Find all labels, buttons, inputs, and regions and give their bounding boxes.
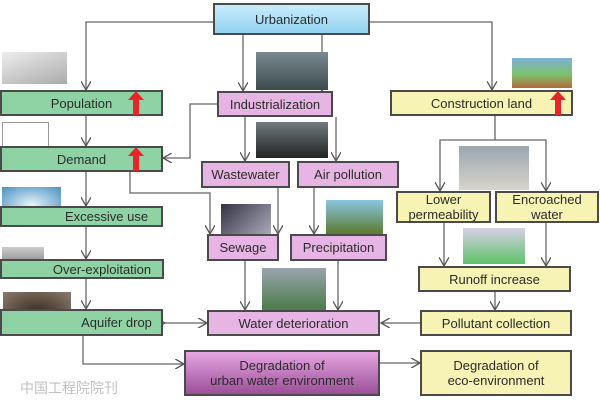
label: Encroached: [512, 192, 582, 207]
node-industrialization: Industrialization: [217, 91, 333, 117]
arrow-construction-split: [440, 116, 496, 191]
label: Urbanization: [255, 11, 328, 27]
node-runoff-increase: Runoff increase: [418, 266, 571, 292]
label: Over-exploitation: [52, 261, 152, 277]
node-urbanization: Urbanization: [213, 3, 370, 35]
label: Pollutant collection: [441, 315, 551, 331]
node-wastewater: Wastewater: [201, 161, 290, 188]
node-aquifer-drop: Aquifer drop: [0, 309, 163, 336]
population-figures-image: [2, 52, 67, 84]
label: Degradation of: [239, 358, 325, 373]
label: Lower: [425, 192, 462, 207]
label: Sewage: [219, 240, 267, 255]
label: Air pollution: [314, 167, 382, 182]
arrow-industrialization-demand: [163, 103, 217, 158]
label: permeability: [408, 207, 479, 222]
node-pollutant-collection: Pollutant collection: [420, 310, 572, 336]
arrow-demand-sewage: [129, 172, 210, 234]
label: Water deterioration: [238, 315, 349, 331]
umbrella-rain-image: [463, 228, 525, 264]
node-construction-land: Construction land: [390, 90, 573, 116]
factory-image: [256, 52, 328, 90]
watermark: 中国工程院院刊: [20, 380, 118, 396]
label: eco-environment: [447, 373, 545, 388]
rainbow-image: [326, 200, 383, 234]
node-precipitation: Precipitation: [290, 234, 387, 261]
label: Excessive use: [64, 209, 149, 224]
label: Precipitation: [302, 240, 375, 255]
label: Runoff increase: [449, 271, 540, 287]
label: urban water environment: [210, 373, 354, 388]
label: Population: [50, 95, 113, 111]
city-river-image: [262, 268, 326, 310]
label: water: [531, 207, 563, 222]
city-land-image: [512, 58, 572, 88]
label: Wastewater: [211, 167, 280, 182]
industry-water-image: [256, 122, 328, 158]
increase-arrow-icon: [128, 147, 144, 171]
node-air-pollution: Air pollution: [297, 161, 399, 188]
node-water-deterioration: Water deterioration: [207, 310, 380, 336]
construction-site-image: [459, 146, 529, 190]
node-over-exploitation: Over-exploitation: [0, 259, 164, 279]
arrow-urbanization-population: [86, 21, 213, 90]
label: Degradation of: [453, 358, 539, 373]
increase-arrow-icon: [550, 91, 566, 115]
label: Industrialization: [229, 96, 321, 112]
label: Aquifer drop: [81, 315, 152, 330]
node-sewage: Sewage: [207, 234, 279, 261]
label: Demand: [56, 151, 107, 167]
sewage-pipes-image: [221, 204, 271, 234]
node-excessive-use: Excessive use: [0, 206, 163, 227]
arrow-construction-encroached: [495, 139, 546, 191]
label: Construction land: [430, 95, 533, 111]
increase-arrow-icon: [128, 91, 144, 115]
arrow-urbanization-construction: [370, 21, 492, 90]
arrow-aquifer-degradation: [82, 336, 184, 364]
